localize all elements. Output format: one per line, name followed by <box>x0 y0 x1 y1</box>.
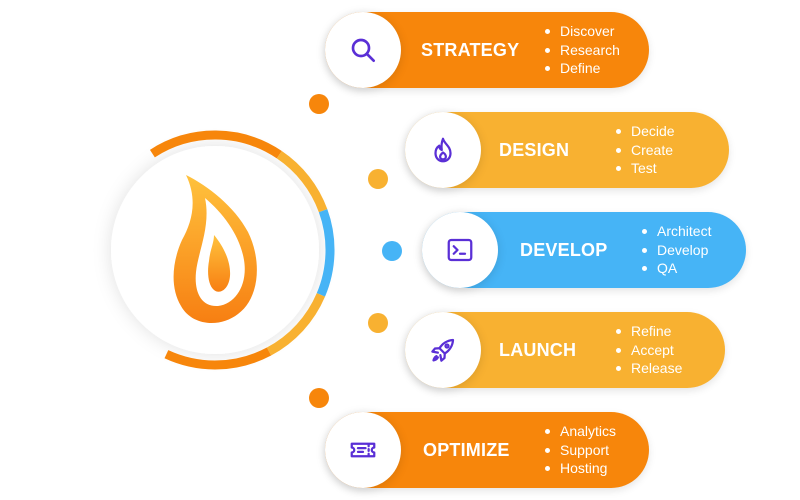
stage-title: STRATEGY <box>421 40 520 60</box>
ring-segment-launch <box>266 293 326 356</box>
stage-items: Analytics Support Hosting <box>544 422 616 478</box>
ring-segment-develop <box>316 209 335 297</box>
list-item: Research <box>544 41 620 60</box>
connector-dot-launch <box>368 313 388 333</box>
ticket-icon <box>348 435 378 465</box>
ring-segment-strategy <box>149 130 282 159</box>
stage-icon-badge <box>325 12 401 88</box>
list-item: Support <box>544 441 616 460</box>
list-item: Discover <box>544 22 620 41</box>
stage-title: OPTIMIZE <box>423 440 510 460</box>
list-item: Release <box>615 359 682 378</box>
list-item: Develop <box>641 241 711 260</box>
stage-items: Architect Develop QA <box>641 222 711 278</box>
list-item: QA <box>641 259 711 278</box>
list-item: Hosting <box>544 459 616 478</box>
stage-title: DEVELOP <box>520 240 608 260</box>
list-item: Accept <box>615 341 682 360</box>
list-item: Analytics <box>544 422 616 441</box>
terminal-icon <box>445 235 475 265</box>
list-item: Define <box>544 59 620 78</box>
stage-pill-optimize: OPTIMIZE Analytics Support Hosting <box>325 412 649 488</box>
connector-dot-design <box>368 169 388 189</box>
flame-drop-logo <box>173 175 257 324</box>
stage-pill-launch: LAUNCH Refine Accept Release <box>405 312 725 388</box>
fire-icon <box>428 135 458 165</box>
stage-items: Discover Research Define <box>544 22 620 78</box>
connector-dot-develop <box>382 241 402 261</box>
stage-icon-badge <box>405 112 481 188</box>
stage-items: Refine Accept Release <box>615 322 682 378</box>
list-item: Create <box>615 141 675 160</box>
stage-icon-badge <box>325 412 401 488</box>
stage-pill-design: DESIGN Decide Create Test <box>405 112 729 188</box>
ring-segment-design <box>276 150 328 213</box>
ring-segment-optimize <box>164 347 272 370</box>
rocket-icon <box>428 335 458 365</box>
list-item: Architect <box>641 222 711 241</box>
stage-items: Decide Create Test <box>615 122 675 178</box>
stage-icon-badge <box>405 312 481 388</box>
connector-dot-optimize <box>309 388 329 408</box>
stage-pill-strategy: STRATEGY Discover Research Define <box>325 12 649 88</box>
connector-dot-strategy <box>309 94 329 114</box>
search-icon <box>347 34 379 66</box>
stage-title: LAUNCH <box>499 340 577 360</box>
list-item: Refine <box>615 322 682 341</box>
stage-title: DESIGN <box>499 140 570 160</box>
stage-pill-develop: DEVELOP Architect Develop QA <box>422 212 746 288</box>
list-item: Decide <box>615 122 675 141</box>
stage-icon-badge <box>422 212 498 288</box>
list-item: Test <box>615 159 675 178</box>
